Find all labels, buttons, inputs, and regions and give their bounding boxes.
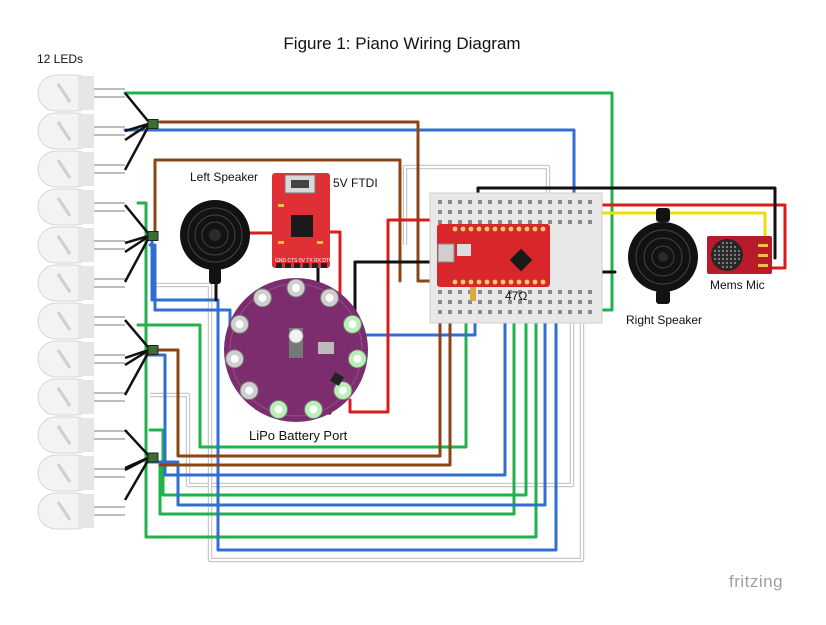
left-speaker xyxy=(180,200,250,284)
led xyxy=(37,340,125,378)
wires xyxy=(123,91,787,563)
led xyxy=(37,150,125,188)
battery-port-label: LiPo Battery Port xyxy=(249,428,348,443)
led xyxy=(37,74,125,112)
right-speaker-label: Right Speaker xyxy=(626,313,702,327)
led xyxy=(37,264,125,302)
fritzing-watermark: fritzing xyxy=(729,572,783,591)
led xyxy=(37,112,125,150)
diagram-title: Figure 1: Piano Wiring Diagram xyxy=(283,34,520,53)
led-column xyxy=(37,74,159,530)
ftdi-label: 5V FTDI xyxy=(333,176,378,190)
led xyxy=(37,226,125,264)
red-wires xyxy=(248,203,787,414)
green-wires xyxy=(123,91,614,539)
brown-wires xyxy=(148,120,452,467)
led xyxy=(37,492,125,530)
led xyxy=(37,378,125,416)
lilypad-board xyxy=(224,278,368,422)
led xyxy=(37,302,125,340)
mems-mic-label: Mems Mic xyxy=(710,278,765,292)
led xyxy=(37,454,125,492)
pro-micro-board xyxy=(437,224,550,301)
led xyxy=(37,188,125,226)
led xyxy=(37,416,125,454)
mems-mic-board xyxy=(707,236,772,274)
resistor-label: 47Ω xyxy=(505,289,527,303)
right-speaker xyxy=(628,208,698,304)
ftdi-board: GND CTS 5V TX RX DTR xyxy=(272,173,333,268)
grey-wires xyxy=(150,164,585,563)
blue-wires xyxy=(123,128,576,552)
leds-label: 12 LEDs xyxy=(37,52,83,66)
left-speaker-label: Left Speaker xyxy=(190,170,258,184)
svg-text:GND CTS 5V TX RX DTR: GND CTS 5V TX RX DTR xyxy=(275,258,333,264)
